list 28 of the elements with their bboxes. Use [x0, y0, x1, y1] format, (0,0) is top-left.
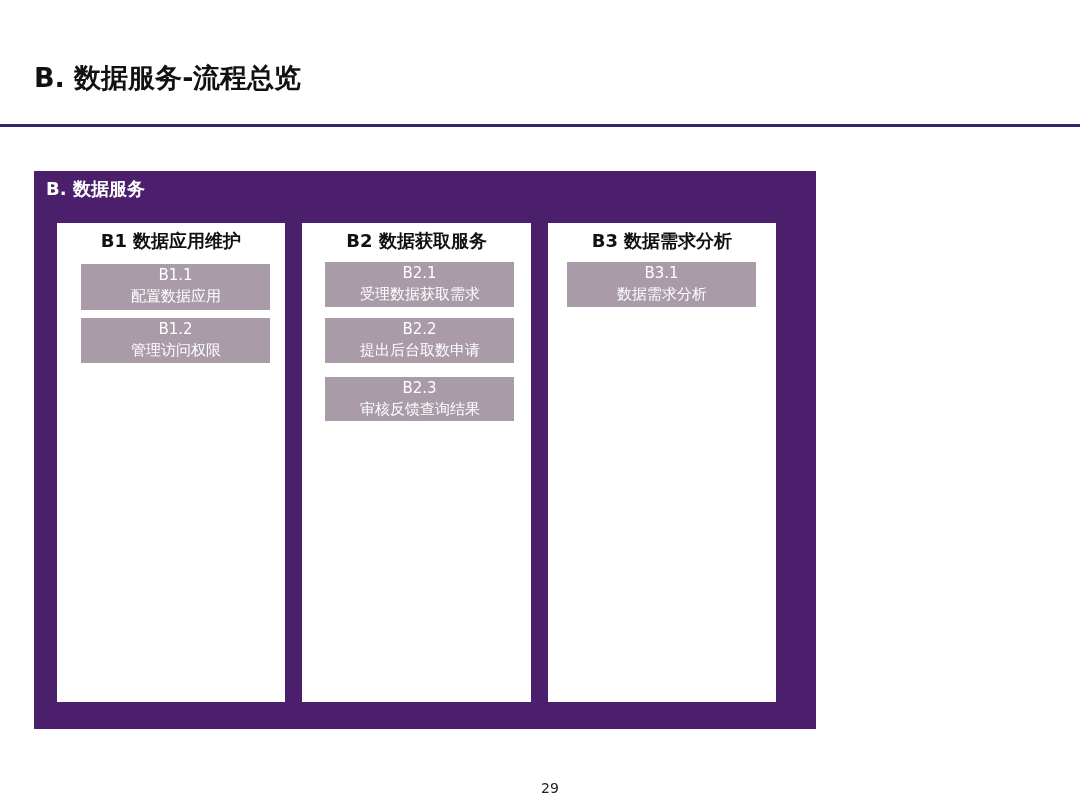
- step-label: 管理访问权限: [129, 340, 222, 361]
- step-number: B2.1: [401, 263, 438, 284]
- column-heading: B3 数据需求分析: [590, 229, 734, 253]
- column-box: [302, 223, 531, 702]
- page-title: B. 数据服务-流程总览: [34, 61, 302, 95]
- step-label: 审核反馈查询结果: [358, 399, 481, 420]
- step-number: B3.1: [643, 263, 680, 284]
- column-heading: B2 数据获取服务: [345, 229, 488, 253]
- step-number: B2.3: [401, 378, 438, 399]
- step-box: [325, 377, 514, 421]
- step-box: [325, 318, 514, 363]
- panel-heading: B. 数据服务: [46, 177, 145, 201]
- column-heading: B1 数据应用维护: [99, 229, 243, 253]
- step-box: [325, 262, 514, 307]
- page-number: 29: [540, 780, 560, 796]
- column-box: [57, 223, 285, 702]
- step-box: [81, 318, 270, 363]
- step-number: B2.2: [401, 319, 438, 340]
- panel: [34, 171, 816, 729]
- step-label: 配置数据应用: [129, 286, 222, 307]
- step-number: B1.2: [157, 319, 194, 340]
- step-box: [567, 262, 756, 307]
- column-box: [548, 223, 776, 702]
- step-box: [81, 264, 270, 310]
- step-label: 提出后台取数申请: [358, 340, 481, 361]
- step-label: 受理数据获取需求: [358, 284, 481, 305]
- step-label: 数据需求分析: [615, 284, 708, 305]
- step-number: B1.1: [157, 265, 194, 286]
